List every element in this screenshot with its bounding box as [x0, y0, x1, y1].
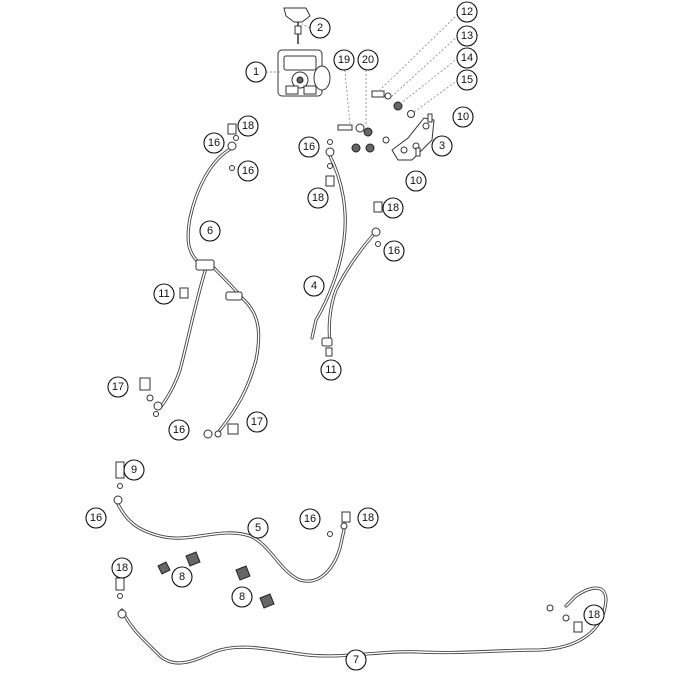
svg-text:18: 18 [242, 120, 254, 132]
svg-text:18: 18 [116, 562, 128, 574]
callout-18e: 18 [111, 557, 133, 579]
callout-16b: 16 [237, 160, 259, 182]
svg-text:19: 19 [338, 54, 350, 66]
svg-text:1: 1 [253, 66, 259, 78]
banjo-fittings-upper [337, 90, 433, 157]
svg-text:5: 5 [255, 522, 261, 534]
callout-17a: 17 [107, 376, 129, 398]
callout-16d: 16 [383, 240, 405, 262]
callout-17b: 17 [246, 411, 268, 433]
svg-text:9: 9 [131, 464, 137, 476]
svg-text:16: 16 [304, 513, 316, 525]
brake-hose-5 [113, 461, 351, 583]
hose-clips [157, 551, 275, 609]
abs-modulator-unit [277, 49, 331, 97]
callout-15: 15 [456, 69, 478, 91]
callout-14: 14 [456, 47, 478, 69]
callout-5: 5 [247, 517, 269, 539]
svg-text:10: 10 [457, 111, 469, 123]
callout-3: 3 [431, 135, 453, 157]
svg-text:18: 18 [387, 202, 399, 214]
svg-text:18: 18 [312, 192, 324, 204]
callout-1: 1 [245, 61, 267, 83]
brake-line-7 [115, 577, 608, 665]
svg-text:6: 6 [207, 225, 213, 237]
brake-hose-6 [139, 123, 261, 439]
svg-text:8: 8 [179, 571, 185, 583]
svg-text:20: 20 [362, 54, 374, 66]
svg-text:18: 18 [362, 512, 374, 524]
callout-13: 13 [456, 25, 478, 47]
callout-18f: 18 [583, 604, 605, 626]
svg-text:16: 16 [242, 165, 254, 177]
callout-16c: 16 [298, 136, 320, 158]
svg-text:3: 3 [439, 140, 445, 152]
callout-18b: 18 [307, 187, 329, 209]
svg-text:16: 16 [90, 512, 102, 524]
callout-6: 6 [199, 220, 221, 242]
callout-16g: 16 [299, 508, 321, 530]
brake-hose-4 [310, 139, 383, 357]
hose-bracket [391, 117, 435, 161]
svg-text:7: 7 [353, 654, 359, 666]
callout-11a: 11 [153, 283, 175, 305]
svg-text:16: 16 [208, 137, 220, 149]
callout-8a: 8 [171, 566, 193, 588]
callout-19: 19 [333, 49, 355, 71]
svg-text:10: 10 [410, 175, 422, 187]
svg-text:17: 17 [112, 381, 124, 393]
svg-text:4: 4 [311, 280, 317, 292]
callout-9: 9 [123, 459, 145, 481]
callout-7: 7 [345, 649, 367, 671]
callout-11b: 11 [320, 359, 342, 381]
svg-text:12: 12 [461, 6, 473, 18]
callout-18d: 18 [357, 507, 379, 529]
callout-12: 12 [456, 1, 478, 23]
svg-text:17: 17 [251, 416, 263, 428]
svg-text:8: 8 [239, 591, 245, 603]
callout-20: 20 [357, 49, 379, 71]
abs-mounting-bracket [283, 7, 311, 44]
callout-16a: 16 [203, 132, 225, 154]
svg-text:2: 2 [317, 22, 323, 34]
callout-18a: 18 [237, 115, 259, 137]
svg-text:16: 16 [388, 245, 400, 257]
svg-text:16: 16 [303, 141, 315, 153]
svg-text:18: 18 [588, 609, 600, 621]
callout-16f: 16 [85, 507, 107, 529]
callout-10b: 10 [405, 170, 427, 192]
callout-2: 2 [309, 17, 331, 39]
svg-text:13: 13 [461, 30, 473, 42]
svg-text:11: 11 [158, 288, 169, 300]
svg-text:15: 15 [461, 74, 473, 86]
svg-text:11: 11 [325, 364, 336, 376]
callout-4: 4 [303, 275, 325, 297]
leader-lines [266, 13, 459, 126]
callout-10a: 10 [452, 106, 474, 128]
svg-text:16: 16 [173, 424, 185, 436]
callout-18c: 18 [382, 197, 404, 219]
callout-16e: 16 [168, 419, 190, 441]
svg-text:14: 14 [461, 52, 473, 64]
callout-8b: 8 [231, 586, 253, 608]
